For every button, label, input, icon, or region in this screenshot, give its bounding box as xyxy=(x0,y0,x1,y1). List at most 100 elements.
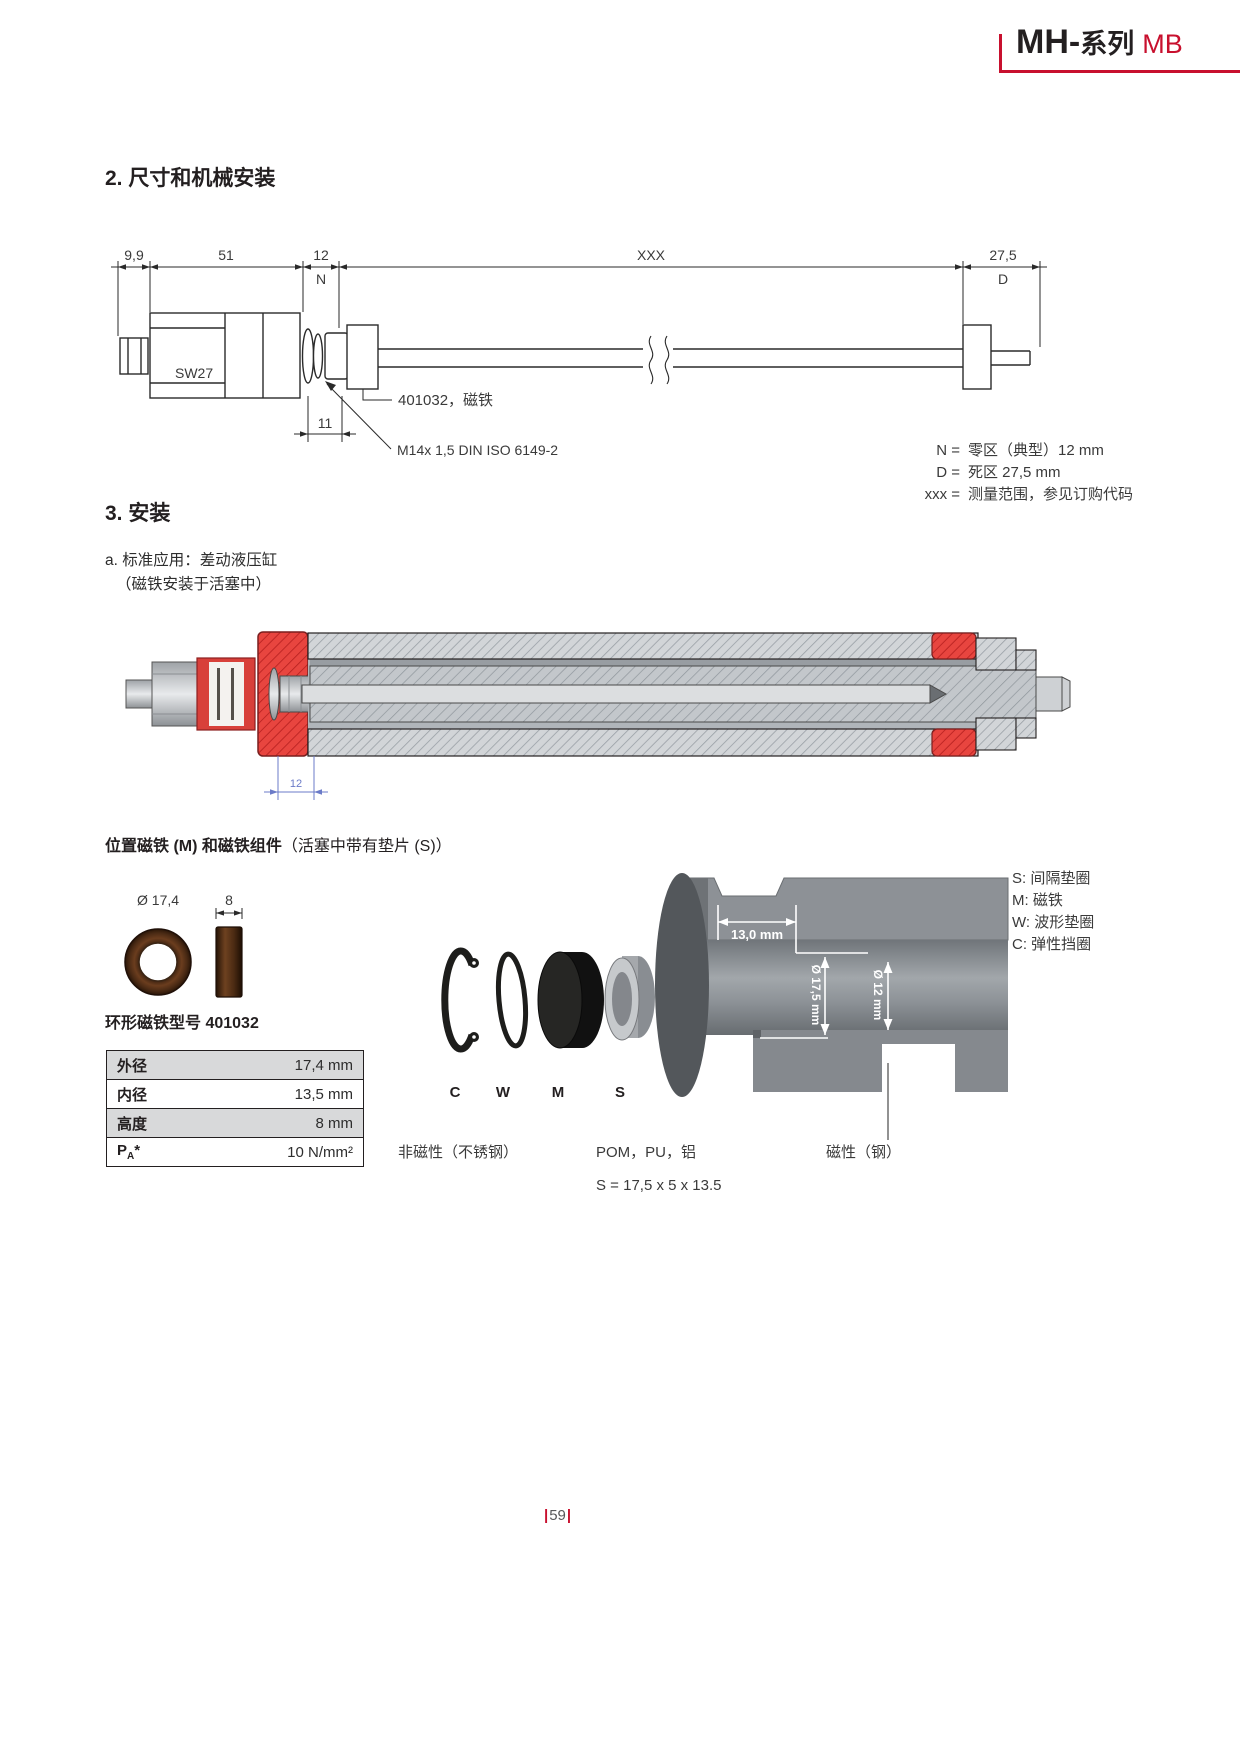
magnet-spec-table: 外径 17,4 mm 内径 13,5 mm 高度 8 mm PA* 10 N/m… xyxy=(106,1050,364,1167)
ring-dia-label: Ø 17,4 xyxy=(137,892,179,908)
title-series-code: MH- xyxy=(1016,23,1081,61)
thread-callout: M14x 1,5 DIN ISO 6149-2 xyxy=(325,381,558,458)
sensor-label xyxy=(209,662,244,726)
piston-body xyxy=(655,873,1009,1140)
thread-callout-text: M14x 1,5 DIN ISO 6149-2 xyxy=(397,442,558,458)
rod-seal-bottom xyxy=(931,728,977,757)
magnet-heading-bold: 位置磁铁 (M) 和磁铁组件 xyxy=(105,838,282,855)
legend-m: M: 磁铁 xyxy=(1012,892,1063,909)
dim-51: 51 xyxy=(218,247,234,263)
dim-12: 12 xyxy=(313,247,329,263)
ring-magnet-front xyxy=(124,928,192,996)
magnet-heading-rest: （活塞中带有垫片 (S)） xyxy=(281,838,452,855)
row-value: 10 N/mm² xyxy=(287,1143,353,1161)
dim-groove-text: 13,0 mm xyxy=(731,927,783,942)
table-row: 外径 17,4 mm xyxy=(107,1051,363,1080)
rod-seal-top xyxy=(931,632,977,660)
cylinder-wall-bottom xyxy=(307,728,979,757)
part-letter-w: W xyxy=(495,1084,511,1101)
wrench-size-label: SW27 xyxy=(175,365,213,381)
row-label-pa: PA* xyxy=(107,1142,140,1162)
note-d-desc: 死区 27,5 mm xyxy=(968,464,1061,481)
pa-sub: A xyxy=(127,1151,135,1162)
cylinder-dim-12: 12 xyxy=(264,756,328,800)
note-d: D = 死区 27,5 mm xyxy=(912,462,1133,484)
table-row: 内径 13,5 mm xyxy=(107,1080,363,1109)
circlip-part xyxy=(441,947,479,1053)
note-xxx: xxx = 测量范围，参见订购代码 xyxy=(912,484,1133,506)
table-row: PA* 10 N/mm² xyxy=(107,1138,363,1166)
dim-d: D xyxy=(998,271,1008,287)
application-line-2: （磁铁安装于活塞中） xyxy=(116,576,272,593)
page-title: MH- 系列 MB xyxy=(1016,22,1183,62)
title-series-word: 系列 xyxy=(1080,29,1135,59)
dimension-drawing: 9,9 51 12 XXX 27,5 N D SW27 xyxy=(111,247,1047,458)
piston-dims xyxy=(717,905,889,1039)
section-3-heading: 3. 安装 xyxy=(105,502,171,525)
material-nonmagnetic-label: 非磁性（不锈钢） xyxy=(398,1144,519,1161)
section-2-heading: 2. 尺寸和机械安装 xyxy=(105,167,276,190)
header-accent-vertical xyxy=(999,34,1002,72)
note-n-desc: 零区（典型）12 mm xyxy=(968,442,1104,459)
magnet-callout: 401032，磁铁 xyxy=(362,389,493,409)
row-label: 外径 xyxy=(117,1057,148,1075)
page-number: 59 xyxy=(549,1507,566,1524)
spacer-part xyxy=(604,956,655,1041)
ring-magnet-side xyxy=(215,926,243,998)
cylinder-cross-section: 12 xyxy=(125,631,1071,800)
note-n: N = 零区（典型）12 mm xyxy=(912,440,1133,462)
note-xxx-term: xxx = xyxy=(924,486,960,503)
magnet-callout-text: 401032，磁铁 xyxy=(398,392,493,409)
cylinder-wall-top xyxy=(307,632,979,660)
dim-9-9: 9,9 xyxy=(124,247,144,263)
part-letter-m: M xyxy=(551,1084,565,1101)
header-accent-rule xyxy=(999,70,1240,73)
pa-p: P xyxy=(117,1142,128,1159)
note-d-term: D = xyxy=(936,464,960,481)
piston-nose xyxy=(655,873,709,1097)
application-line-1: a. 标准应用：差动液压缸 xyxy=(105,552,278,569)
ring-magnet-figure: Ø 17,4 8 xyxy=(124,892,243,998)
sensor-rod xyxy=(301,684,948,704)
row-value: 13,5 mm xyxy=(294,1085,353,1103)
piston-dim-arrows xyxy=(718,918,893,1035)
row-label: 高度 xyxy=(117,1115,148,1133)
pa-star: * xyxy=(134,1142,141,1159)
dim-11: 11 xyxy=(318,415,333,431)
dimension-notes: N = 零区（典型）12 mm D = 死区 27,5 mm xxx = 测量范… xyxy=(912,440,1133,506)
table-row: 高度 8 mm xyxy=(107,1109,363,1138)
magnet-section-heading: 位置磁铁 (M) 和磁铁组件（活塞中带有垫片 (S)） xyxy=(105,832,452,856)
note-xxx-desc: 测量范围，参见订购代码 xyxy=(968,486,1134,503)
application-text: a. 标准应用：差动液压缸 （磁铁安装于活塞中） xyxy=(105,549,277,597)
exploded-view: 13,0 mm Ø 17,5 mm Ø 12 mm xyxy=(441,873,1009,1140)
spacer-size-label: S = 17,5 x 5 x 13.5 xyxy=(596,1177,722,1194)
wave-washer-part xyxy=(495,951,529,1049)
part-letter-s: S xyxy=(614,1084,626,1101)
footer-bar-left: | xyxy=(544,1507,549,1524)
dim-arrows xyxy=(118,264,1040,270)
ring-height-dim xyxy=(215,908,243,919)
cylinder-dim-12-text: 12 xyxy=(290,778,302,790)
footer-bar-right: | xyxy=(566,1507,572,1524)
parts-legend: S: 间隔垫圈 M: 磁铁 W: 波形垫圈 C: 弹性挡圈 xyxy=(1012,868,1094,956)
dim-xxx: XXX xyxy=(637,247,666,263)
magnet-model-caption: 环形磁铁型号 401032 xyxy=(105,1015,259,1032)
dim-n: N xyxy=(316,271,326,287)
sensor-head xyxy=(125,657,311,731)
row-label: 内径 xyxy=(117,1086,148,1104)
row-value: 17,4 mm xyxy=(294,1056,353,1074)
dim-labels: 9,9 51 12 XXX 27,5 N D xyxy=(124,247,1017,287)
ring-height-label: 8 xyxy=(225,892,233,908)
row-value: 8 mm xyxy=(315,1114,354,1132)
dim-11-group: 11 xyxy=(294,396,356,442)
legend-w: W: 波形垫圈 xyxy=(1012,914,1095,931)
part-letter-c: C xyxy=(449,1084,461,1101)
rod-end xyxy=(1035,676,1071,712)
title-variant: MB xyxy=(1142,29,1183,59)
note-n-term: N = xyxy=(936,442,960,459)
material-pom-label: POM，PU，铝 xyxy=(596,1144,697,1161)
legend-c: C: 弹性挡圈 xyxy=(1012,936,1092,953)
magnet-part xyxy=(537,951,604,1049)
dim-id-text: Ø 12 mm xyxy=(871,970,885,1021)
